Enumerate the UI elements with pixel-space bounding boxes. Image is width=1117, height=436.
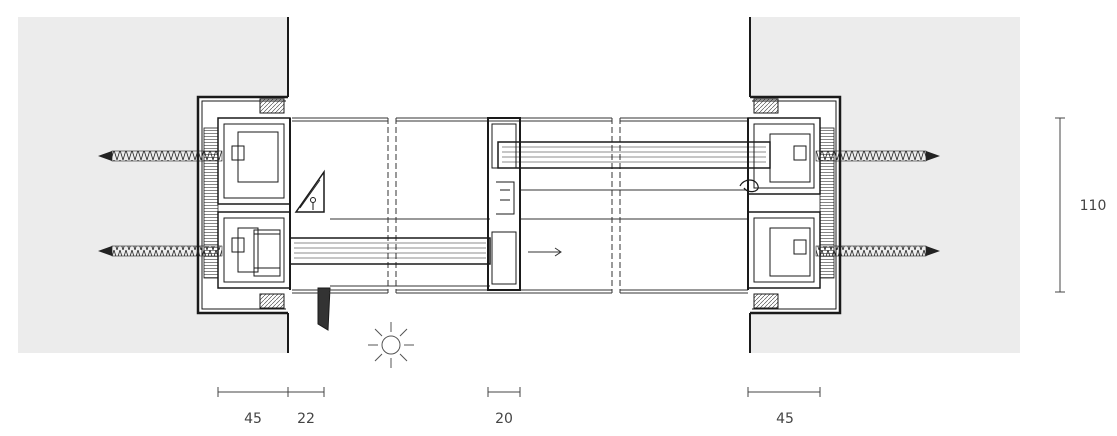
right-screws [815,150,940,257]
left-wall [18,17,289,353]
upper-glass-pane [497,141,771,169]
lower-glass-pane [253,233,491,269]
dimension-label-middle-profile: 20 [495,411,513,427]
dimension-label-right-frame: 45 [776,411,794,427]
dimension-lines [217,117,1065,397]
left-frame-assembly [196,95,291,315]
right-frame-assembly [739,95,842,315]
middle-profile [487,117,521,291]
handle-profile [294,169,331,331]
right-wall [749,17,1020,353]
dimension-label-left-frame: 45 [244,411,262,427]
arrow-right-icon [528,247,562,257]
dimension-label-left-sash: 22 [297,411,315,427]
sun-icon [368,322,414,368]
dimension-label-height: 110 [1080,198,1107,214]
left-screws [98,150,223,257]
